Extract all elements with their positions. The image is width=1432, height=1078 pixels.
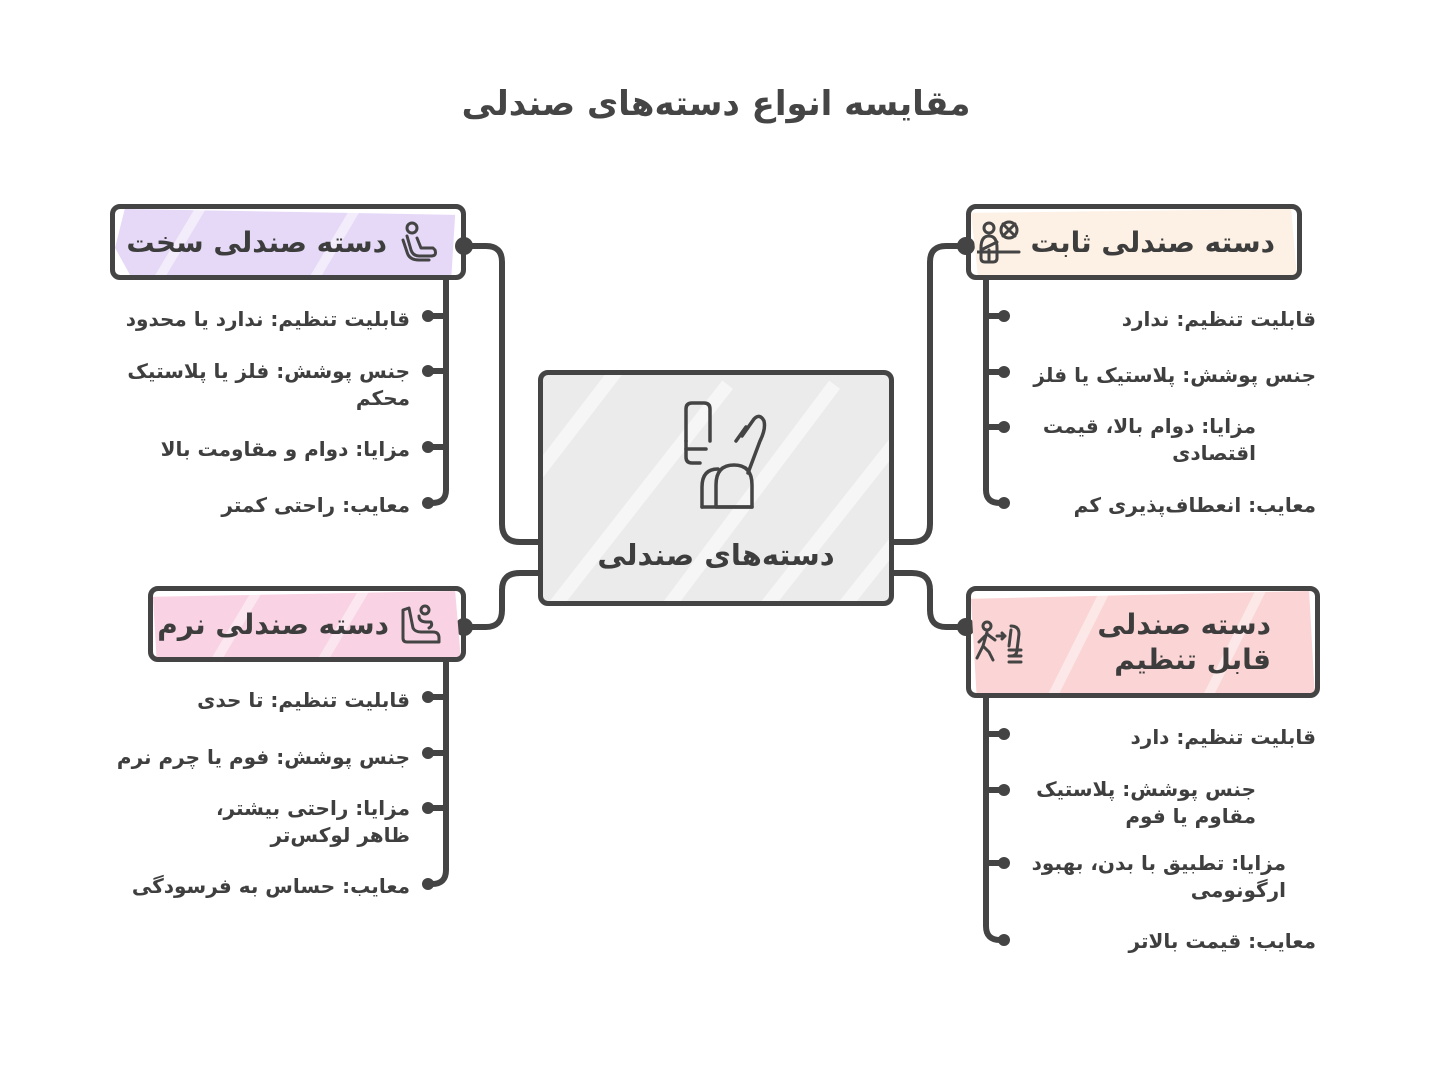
branch-node-adjustable[interactable]: دسته صندلی قابل تنظیم [966,586,1320,698]
branch-node-soft[interactable]: دسته صندلی نرم [148,586,466,662]
list-item: قابلیت تنظیم: ندارد [1121,307,1316,331]
armchair-icon [684,401,767,509]
list-item: قابلیت تنظیم: تا حدی [197,688,410,712]
list-item: جنس پوشش: فلز یا پلاستیک محکم [127,359,410,410]
list-item: مزایا: دوام بالا، قیمت اقتصادی [1042,414,1256,465]
list-item: مزایا: تطبیق با بدن، بهبود ارگونومی [1031,851,1286,902]
central-node[interactable]: دسته‌های صندلی [538,370,894,606]
highlight-fill [115,209,456,275]
person-no-seat-icon [976,220,1020,264]
list-item: جنس پوشش: پلاستیک مقاوم یا فوم [1036,777,1256,828]
branch-label: دسته صندلی سخت [126,225,387,259]
branch-node-hard[interactable]: دسته صندلی سخت [110,204,466,280]
seated-person-icon [401,221,437,262]
branch-label: دسته صندلی ثابت [1030,225,1276,259]
list-item: مزایا: دوام و مقاومت بالا [160,437,410,461]
list-item: جنس پوشش: پلاستیک یا فلز [1033,363,1316,387]
highlight-fill [153,591,461,657]
highlight-fill [971,591,1315,693]
list-item: معایب: راحتی کمتر [221,493,410,517]
list-item: معایب: انعطاف‌پذیری کم [1073,493,1316,517]
list-item: جنس پوشش: فوم یا چرم نرم [116,745,410,769]
branch-label: دسته صندلی قابل تنظیم [1097,608,1271,676]
list-item: معایب: حساس به فرسودگی [131,874,410,898]
highlight-fill [971,209,1297,275]
list-item: قابلیت تنظیم: دارد [1130,725,1316,749]
list-item: قابلیت تنظیم: ندارد یا محدود [125,307,410,331]
branch-label: دسته صندلی نرم [157,607,389,641]
list-item: مزایا: راحتی بیشتر، ظاهر لوکس‌تر [215,796,410,847]
hatch-fill [543,375,889,601]
child-car-seat-icon [401,604,441,644]
person-to-seat-icon [975,620,1023,664]
central-node-label: دسته‌های صندلی [597,538,835,572]
branch-node-fixed[interactable]: دسته صندلی ثابت [966,204,1302,280]
list-item: معایب: قیمت بالاتر [1128,929,1317,953]
diagram-title: مقایسه انواع دسته‌های صندلی [461,84,971,124]
